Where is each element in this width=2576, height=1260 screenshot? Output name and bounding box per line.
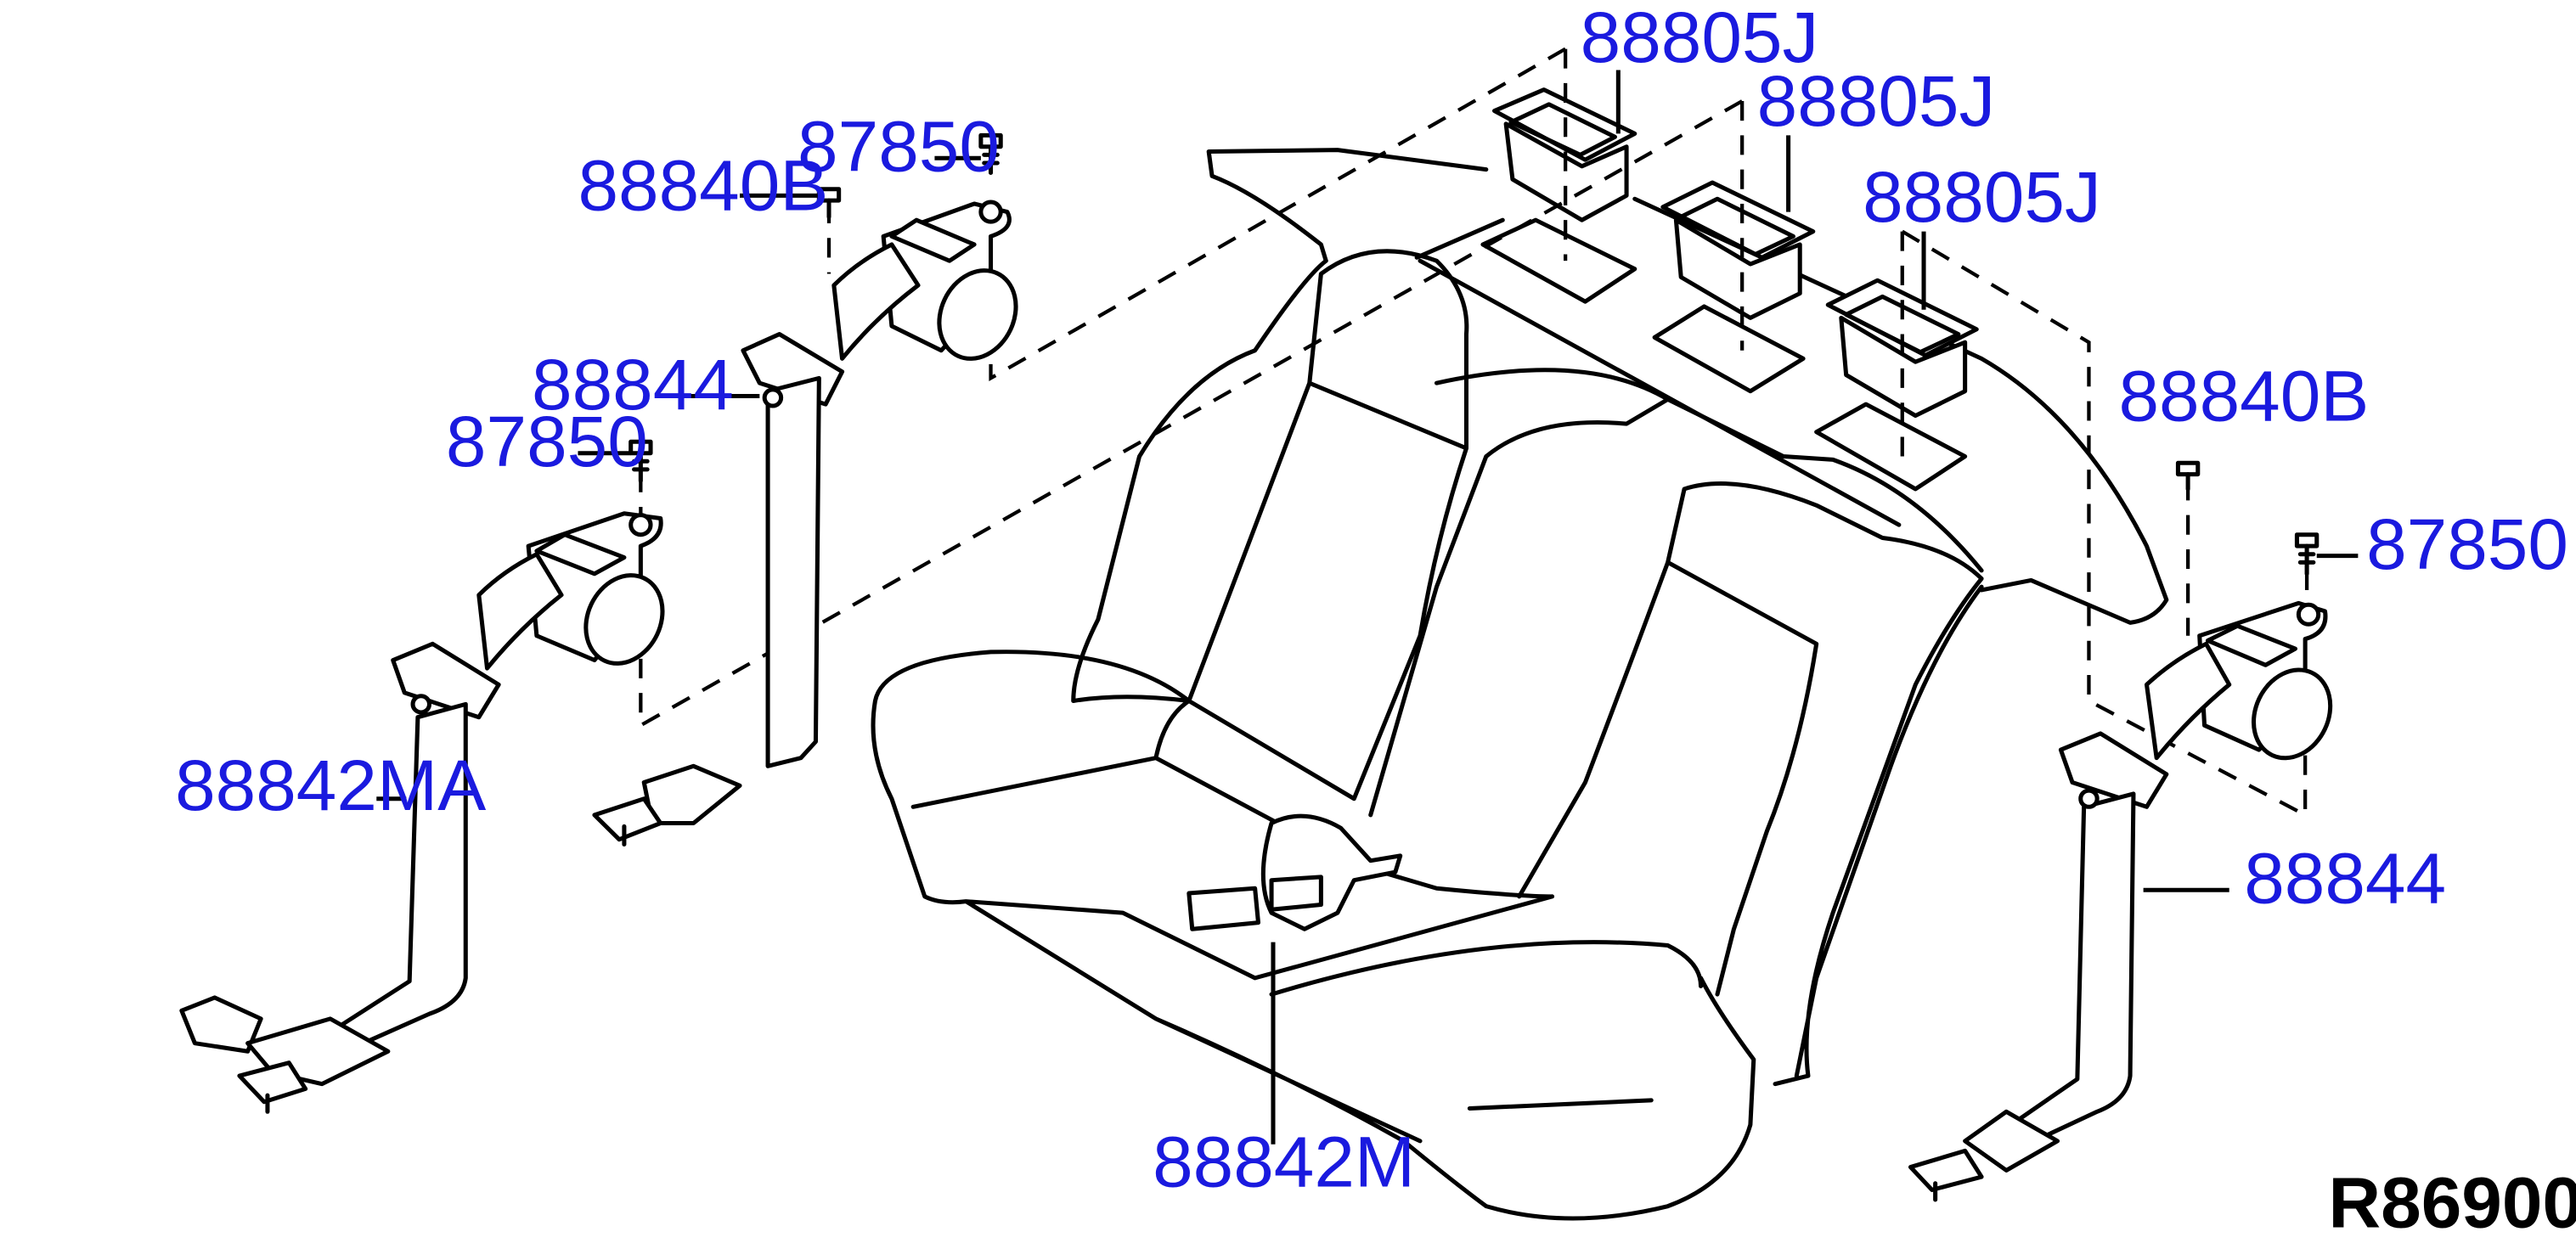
callout-88805J-b: 88805J <box>1757 61 1996 141</box>
rear-seat-assembly <box>871 87 2169 1221</box>
shelf-grommet-left <box>1480 87 1637 304</box>
callout-88844-b: 88844 <box>2244 839 2446 919</box>
callout-labels: 88805J 88805J 88805J 87850 88840B 88844 … <box>175 0 2568 1202</box>
bolt-87850-c <box>2294 532 2320 577</box>
seat-belt-retractor-upper-left <box>592 200 1018 847</box>
callout-88840B-b: 88840B <box>2118 357 2369 436</box>
bolt-87850-b <box>628 439 653 483</box>
callout-87850-b: 87850 <box>446 402 648 482</box>
bolt-88840B-b <box>2175 460 2201 492</box>
bolt-87850-a <box>978 132 1003 175</box>
center-buckle <box>1260 813 1403 931</box>
seatback-left <box>1071 249 1469 802</box>
callout-87850-c: 87850 <box>2366 504 2568 584</box>
seat-belt-retractor-right <box>1908 600 2333 1202</box>
seat-cushion <box>871 650 1756 1221</box>
callout-leaders <box>376 70 2359 1145</box>
diagram-reference-code: R869002V <box>2328 1163 2576 1243</box>
parcel-shelf <box>1206 148 2169 625</box>
callout-88844-a: 88844 <box>532 345 734 425</box>
callout-88842MA: 88842MA <box>175 746 486 826</box>
callout-88805J-c: 88805J <box>1863 158 2101 238</box>
assembly-guide-lines <box>639 47 2309 818</box>
callout-88805J-a: 88805J <box>1581 0 1819 78</box>
callout-87850-a: 87850 <box>798 107 1000 187</box>
shelf-grommet-right <box>1814 278 1979 492</box>
callout-88840B-a: 88840B <box>578 146 828 226</box>
seatback-right <box>1368 368 1984 1087</box>
shelf-grommet-center <box>1652 180 1816 394</box>
callout-88842M: 88842M <box>1153 1122 1415 1202</box>
seat-belt-retractor-left <box>179 511 665 1114</box>
